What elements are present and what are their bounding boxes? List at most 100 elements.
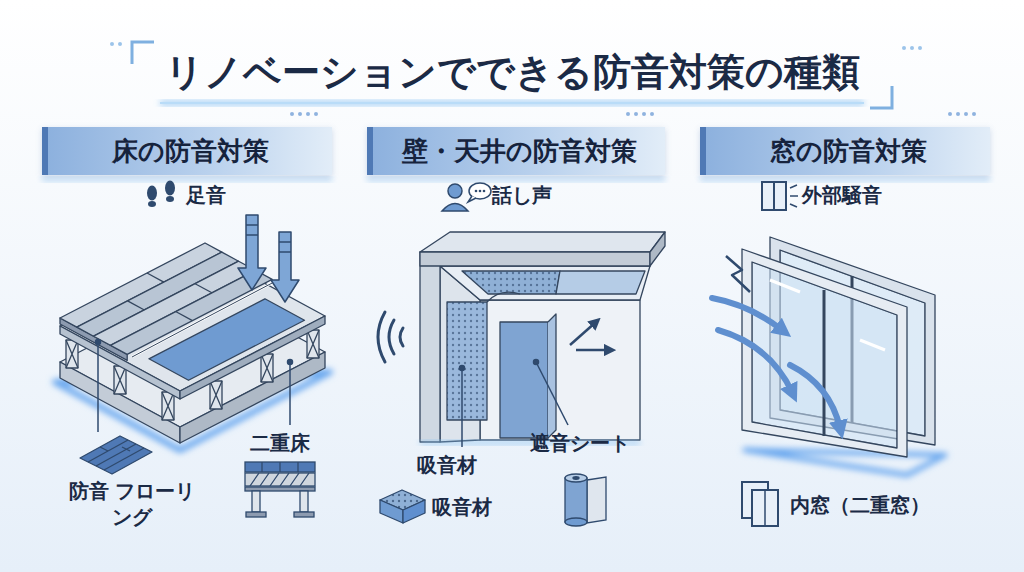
double-floor-icon: [261, 462, 262, 472]
sound-wave: [400, 328, 403, 346]
floor-illustration: [261, 354, 273, 382]
band-decoration: [306, 112, 310, 116]
flooring-icon: [122, 447, 130, 451]
sponge-icon: [380, 500, 403, 523]
floor-illustration: [66, 340, 78, 368]
floor-illustration: [210, 381, 222, 409]
wall-illustration: [420, 252, 440, 442]
leader-line: [534, 360, 539, 365]
leader-line: [461, 368, 463, 447]
roll-icon: [565, 518, 587, 526]
roll-icon: [565, 478, 587, 522]
double-floor-icon: [250, 473, 309, 486]
noise-arrow: [790, 365, 840, 428]
window-icon: [790, 185, 797, 188]
flooring-icon: [80, 436, 152, 474]
floor-illustration: [162, 392, 174, 420]
band-decoration: [314, 112, 318, 116]
wall-illustration: [487, 292, 520, 302]
footprint-icon: [148, 201, 156, 207]
flooring-icon: [80, 436, 152, 474]
wall-illustration: [650, 232, 665, 266]
heading-text: 窓の防音対策: [770, 134, 927, 169]
title-decoration: [902, 46, 906, 50]
inner-window-icon: [764, 490, 766, 526]
window-icon: [790, 195, 798, 197]
footprint-icon: [147, 181, 175, 208]
window-icon: [773, 182, 775, 210]
floor-illustration: [307, 330, 319, 358]
impact-arrow: [238, 215, 266, 290]
double-floor-icon: [245, 473, 315, 486]
part-label: 足音: [186, 182, 226, 208]
band-decoration: [650, 112, 654, 116]
person-icon: [479, 190, 482, 193]
heading-band: 床の防音対策: [42, 127, 332, 175]
window-illustration: [823, 290, 826, 436]
band-decoration: [634, 112, 638, 116]
double-floor-icon: [245, 462, 315, 472]
leader-line: [536, 362, 568, 425]
wall-illustration: [420, 252, 650, 266]
title-decoration: [160, 101, 864, 105]
part-label: 防音 フローリング: [67, 478, 197, 530]
sound-wave: [389, 320, 394, 354]
person-icon: [483, 190, 486, 193]
wall-illustration: [480, 300, 640, 440]
double-floor-icon: [245, 462, 315, 517]
floor-illustration: [114, 366, 126, 394]
band-decoration: [948, 112, 952, 116]
wall-illustration: [420, 232, 665, 252]
title-decoration: [132, 42, 154, 64]
title-box: リノベーションでできる防音対策の種類: [0, 46, 1024, 98]
double-floor-icon: [279, 462, 280, 472]
window-illustration: [752, 262, 897, 448]
floor-illustration: [210, 381, 222, 409]
person-icon: [475, 190, 478, 193]
inner-window-icon: [752, 490, 778, 526]
part-label: 話し声: [492, 182, 552, 208]
leader-line: [460, 366, 465, 371]
label-box: 話し声: [492, 182, 632, 208]
floor-illustration: [132, 281, 276, 357]
noise-symbol: [726, 256, 750, 292]
part-label: 内窓（二重窓）: [790, 492, 930, 518]
impact-arrow: [246, 234, 258, 236]
band-decoration: [700, 178, 990, 181]
reflect-arrow: [570, 322, 610, 350]
window-icon: [762, 182, 798, 210]
label-box: 吸音材: [432, 494, 542, 520]
title-decoration: [160, 102, 864, 104]
window-illustration: [860, 340, 885, 350]
double-floor-icon: [300, 491, 308, 512]
label-box: 内窓（二重窓）: [790, 492, 990, 518]
impact-arrow: [279, 241, 291, 243]
window-icon: [762, 182, 786, 210]
reflect-arrow: [570, 322, 596, 345]
band-decoration: [42, 112, 990, 181]
leader-line: [289, 362, 291, 425]
heading-band: 壁・天井の防音対策: [367, 127, 665, 175]
noise-arrow: [718, 330, 792, 392]
floor-illustration: [132, 281, 276, 357]
band-decoration: [972, 112, 976, 116]
window-illustration: [745, 450, 945, 475]
noise-symbol: [726, 256, 750, 292]
label-box: 吸音材: [387, 452, 507, 478]
part-label: 吸音材: [432, 494, 492, 520]
title: リノベーションでできる防音対策の種類: [165, 50, 860, 94]
double-floor-icon: [297, 462, 298, 472]
band-decoration: [956, 112, 960, 116]
floor-illustration: [162, 392, 174, 420]
impact-arrow: [238, 215, 299, 302]
footprint-icon: [165, 181, 175, 196]
band-decoration: [642, 112, 646, 116]
heading-band: 窓の防音対策: [700, 127, 990, 175]
floor-illustration: [195, 284, 212, 293]
person-icon: [442, 204, 468, 212]
sponge-icon: [403, 500, 425, 523]
double-floor-icon: [252, 491, 260, 512]
person-icon: [442, 183, 491, 211]
roll-icon: [587, 477, 606, 523]
